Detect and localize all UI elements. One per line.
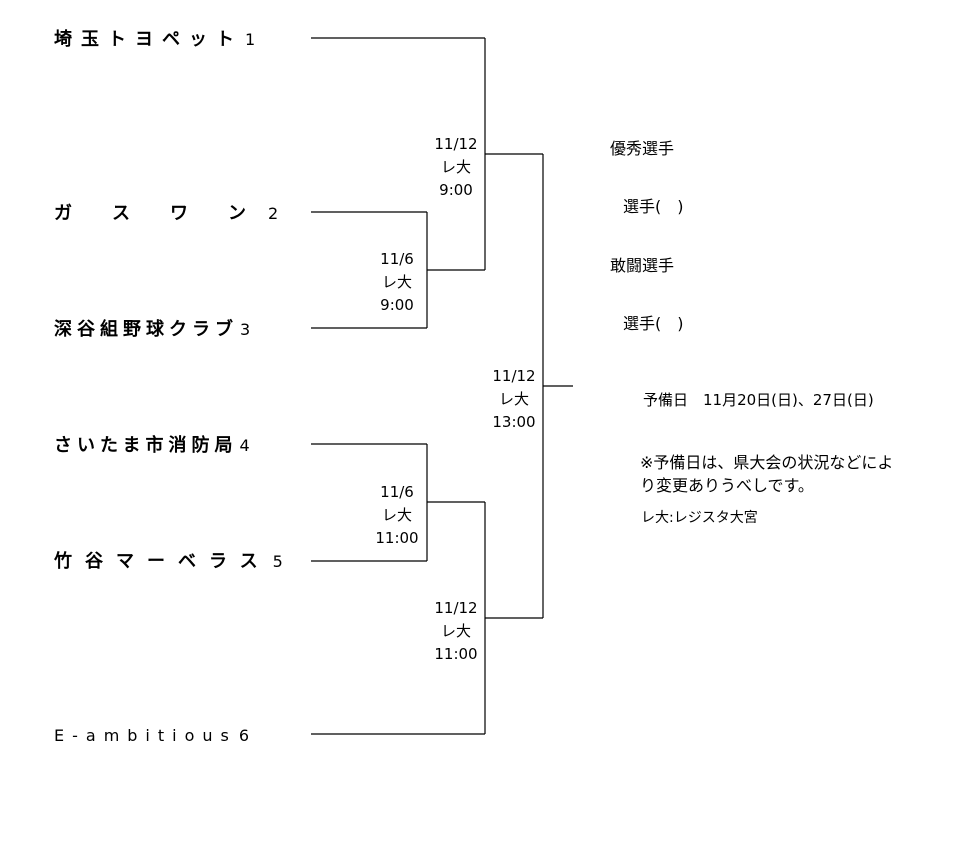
mvp-value: 選手( ) xyxy=(623,197,684,216)
team-name: 竹谷マーベラス xyxy=(54,551,271,572)
match-time: 9:00 xyxy=(380,296,414,314)
team-seed: 2 xyxy=(268,204,279,223)
venue-key: レ大:レジスタ大宮 xyxy=(641,510,758,526)
team-name: さいたま市消防局 xyxy=(54,435,238,456)
team-seed: 1 xyxy=(245,30,256,49)
team-seed: 5 xyxy=(272,552,283,571)
match-time: 11:00 xyxy=(375,529,419,547)
fighting-spirit-label: 敢闘選手 xyxy=(610,256,675,275)
team-name: E-ambitious xyxy=(54,726,237,745)
match-venue: レ大 xyxy=(381,506,412,524)
match-venue: レ大 xyxy=(498,390,529,408)
match-date: 11/12 xyxy=(434,599,478,617)
reserve-day: 予備日 11月20日(日)、27日(日) xyxy=(643,391,874,409)
team-2: ガスワン2 xyxy=(54,205,278,223)
team-name: ガスワン xyxy=(54,203,286,224)
match-venue: レ大 xyxy=(440,158,471,176)
reserve-note-line1: ※予備日は、県大会の状況などによ xyxy=(640,453,894,472)
match-final: 11/12 レ大 13:00 xyxy=(479,365,549,434)
match-time: 13:00 xyxy=(492,413,536,431)
team-seed: 3 xyxy=(240,320,251,339)
mvp-label: 優秀選手 xyxy=(610,139,675,158)
fighting-spirit-value: 選手( ) xyxy=(623,314,684,333)
match-r1-bottom: 11/6 レ大 11:00 xyxy=(362,481,432,550)
match-venue: レ大 xyxy=(440,622,471,640)
team-seed: 4 xyxy=(239,436,250,455)
match-date: 11/6 xyxy=(380,483,414,501)
match-time: 11:00 xyxy=(434,645,478,663)
match-date: 11/6 xyxy=(380,250,414,268)
match-date: 11/12 xyxy=(434,135,478,153)
match-date: 11/12 xyxy=(492,367,536,385)
match-r1-top: 11/6 レ大 9:00 xyxy=(362,248,432,317)
match-sf-bottom: 11/12 レ大 11:00 xyxy=(421,597,491,666)
reserve-note-line2: り変更ありうべしです。 xyxy=(640,476,814,495)
match-venue: レ大 xyxy=(381,273,412,291)
team-seed: 6 xyxy=(238,726,250,745)
match-sf-top: 11/12 レ大 9:00 xyxy=(421,133,491,202)
team-name: 埼玉トヨペット xyxy=(54,29,243,50)
match-time: 9:00 xyxy=(439,181,473,199)
team-name: 深谷組野球クラブ xyxy=(54,319,238,340)
